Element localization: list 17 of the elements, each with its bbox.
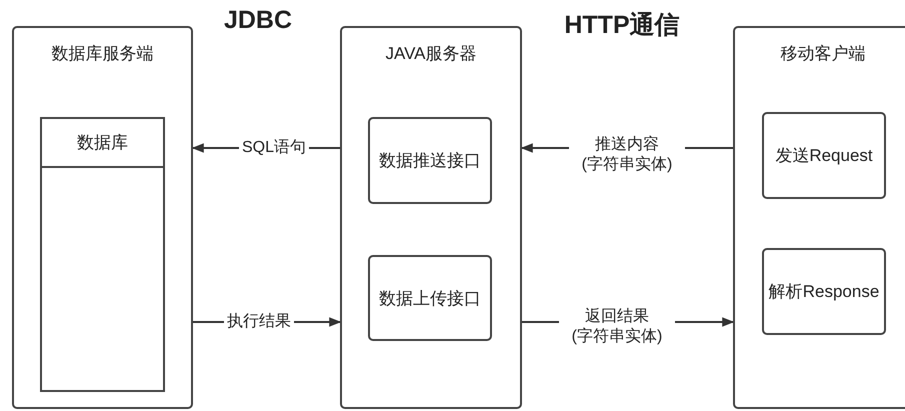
section-heading: HTTP通信 <box>564 10 680 41</box>
edge-label: SQL语句 <box>239 138 309 158</box>
database-table <box>40 117 165 392</box>
function-box: 发送Request <box>762 112 886 199</box>
function-box: 解析Response <box>762 248 886 335</box>
section-heading: JDBC <box>224 6 292 35</box>
server-box <box>12 26 193 409</box>
interface-box: 数据上传接口 <box>368 255 492 341</box>
server-box <box>340 26 522 409</box>
client-box <box>733 26 905 409</box>
interface-box: 数据推送接口 <box>368 117 492 204</box>
box-title: 移动客户端 <box>780 43 866 65</box>
box-title: JAVA服务器 <box>384 43 478 65</box>
edge-label: 推送内容 (字符串实体) <box>569 135 685 175</box>
box-title: 数据库服务端 <box>50 43 154 65</box>
table-header: 数据库 <box>42 119 163 168</box>
edge-label: 返回结果 (字符串实体) <box>559 307 675 347</box>
